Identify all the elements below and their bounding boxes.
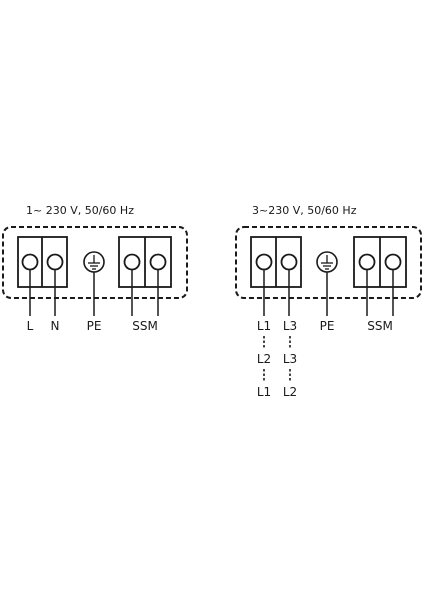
single-phase-enclosure	[2, 226, 188, 299]
label-col1-row1: L1	[257, 319, 271, 333]
pe-ground-terminal-3ph	[316, 251, 338, 316]
terminal-l	[21, 253, 39, 271]
three-phase-enclosure	[235, 226, 422, 299]
ssm-terminal-block	[118, 236, 172, 316]
single-phase-title: 1~ 230 V, 50/60 Hz	[26, 204, 134, 217]
label-col2-row1: L3	[283, 319, 297, 333]
label-col2-row3: L2	[283, 385, 297, 399]
label-ssm: SSM	[132, 319, 158, 333]
label-pe-3ph: PE	[320, 319, 335, 333]
terminal-ssm-2	[149, 253, 167, 271]
l1-l3-terminal-block	[250, 236, 302, 316]
pe-ground-terminal	[83, 251, 105, 316]
three-phase-title: 3~230 V, 50/60 Hz	[252, 204, 357, 217]
label-col1-row2: L2	[257, 352, 271, 366]
label-pe: PE	[87, 319, 102, 333]
terminal-n	[46, 253, 64, 271]
label-n: N	[51, 319, 60, 333]
label-col1-row3: L1	[257, 385, 271, 399]
ln-terminal-block	[17, 236, 68, 316]
single-phase-diagram: 1~ 230 V, 50/60 Hz	[2, 204, 188, 333]
ssm-terminal-block-3ph	[353, 236, 407, 316]
label-ssm-3ph: SSM	[367, 319, 393, 333]
three-phase-diagram: 3~230 V, 50/60 Hz	[235, 204, 422, 399]
label-l: L	[27, 319, 34, 333]
terminal-ssm-1	[123, 253, 141, 271]
label-col2-row2: L3	[283, 352, 297, 366]
terminal-l3	[280, 253, 298, 271]
terminal-l1	[255, 253, 273, 271]
terminal-ssm-1	[358, 253, 376, 271]
terminal-ssm-2	[384, 253, 402, 271]
